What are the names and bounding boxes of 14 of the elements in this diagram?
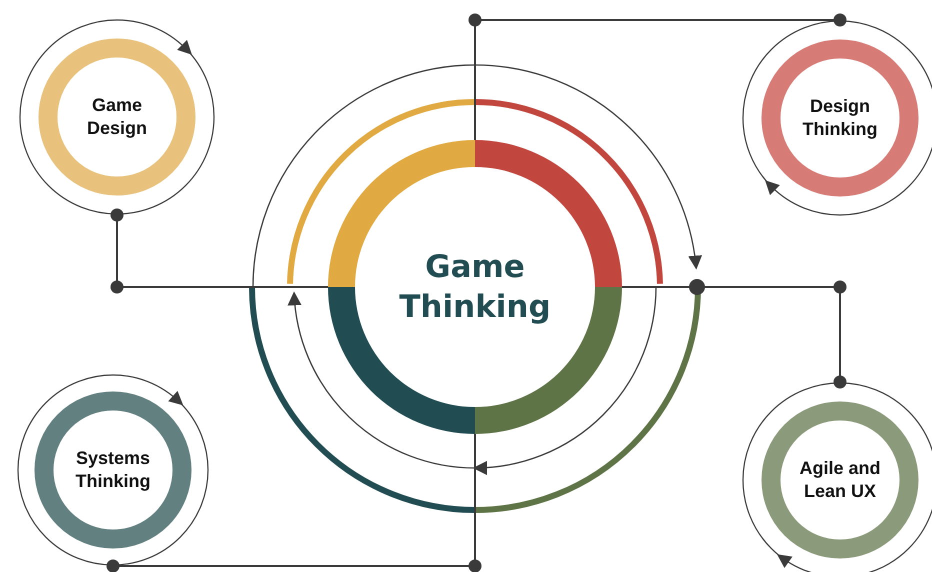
node-label: Design Thinking [802,94,878,141]
cycle-arrow [252,64,702,288]
connector [468,14,846,140]
ring-circle [328,140,622,434]
node-label: Game Design [86,94,148,140]
connector [110,208,328,294]
title-text: Game Thinking [398,248,552,327]
node-label: Systems Thinking [74,446,152,493]
cycle-circle [17,374,209,566]
node-label: Agile and Lean UX [798,456,882,503]
cycle-circle [19,19,215,215]
connector [622,280,846,388]
connector [106,434,482,572]
cycle-arrow [288,286,657,475]
